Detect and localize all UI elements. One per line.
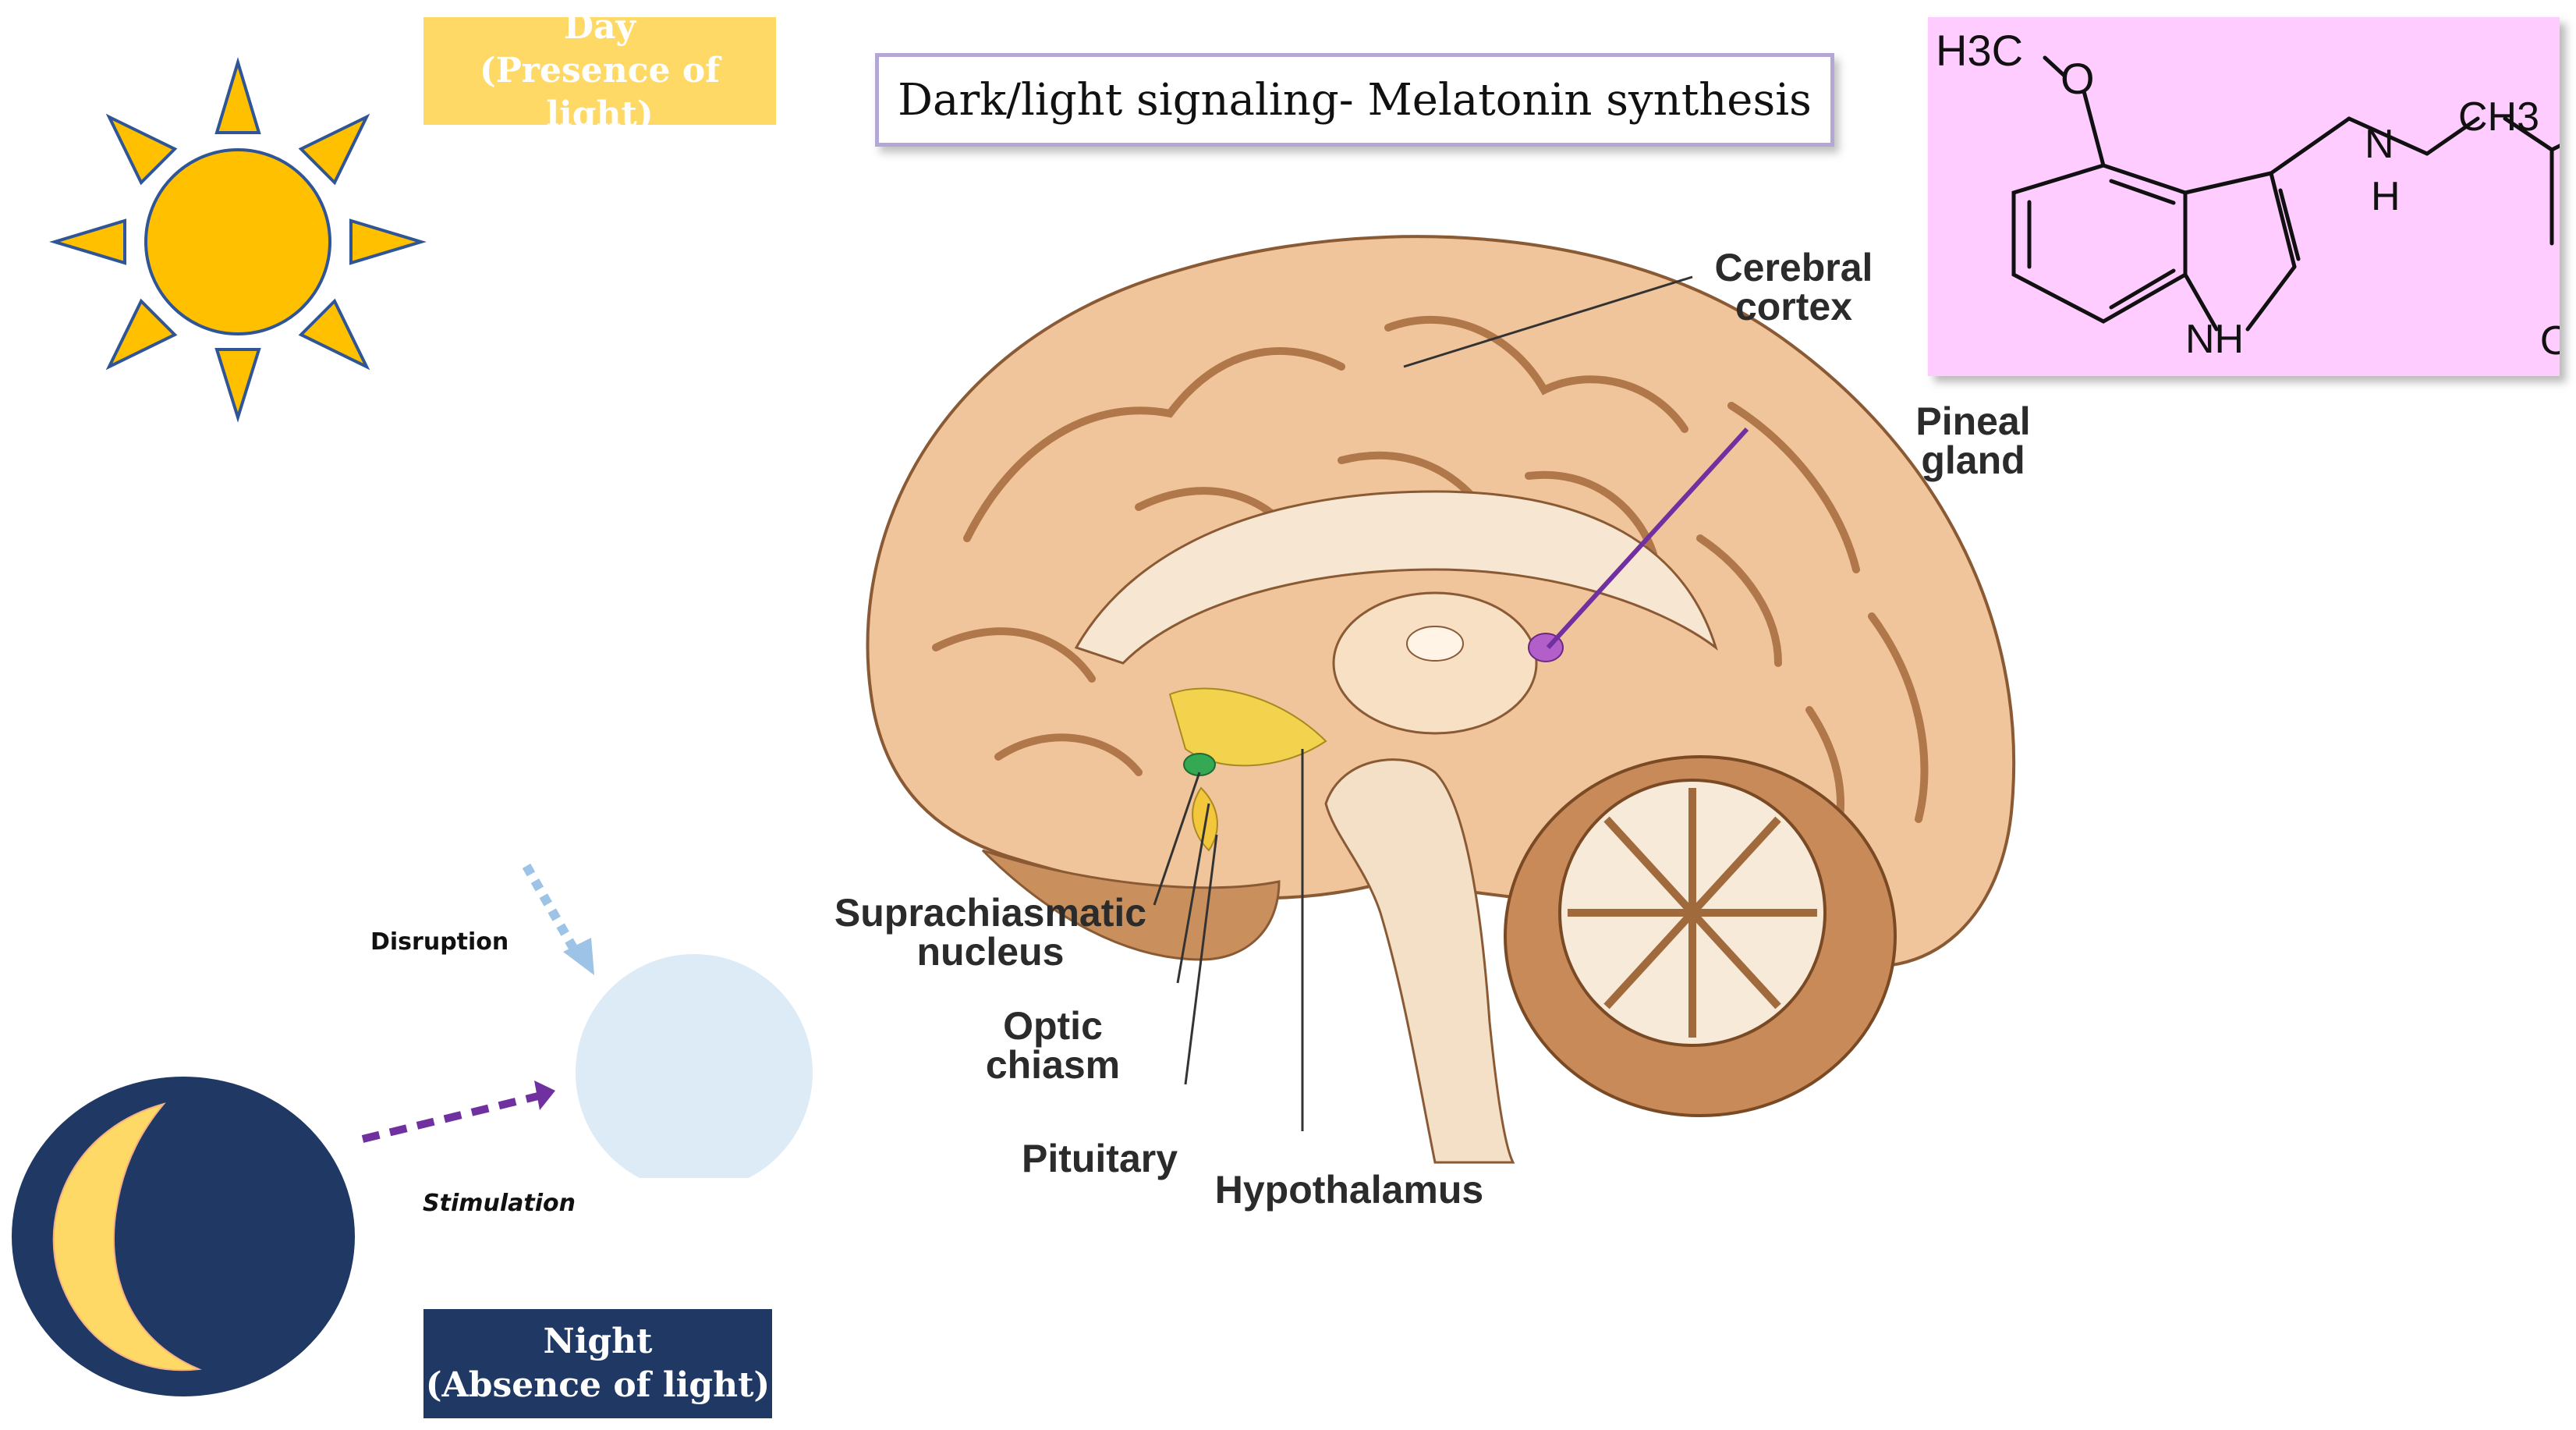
melatonin-structure: H3C O NH H N O CH3 (1928, 17, 2576, 376)
indole-nh: NH (2185, 317, 2244, 362)
label-cerebral-cortex: Cerebral cortex (1692, 248, 1895, 326)
stimulation-arrow (361, 1092, 540, 1143)
receptor-circle (576, 954, 813, 1178)
label-pituitary: Pituitary (1021, 1137, 1178, 1180)
moon-icon (12, 1077, 355, 1396)
gyri (932, 316, 1929, 854)
label-pineal-gland: Pineal gland (1887, 402, 2059, 480)
day-sublabel: (Presence of light) (479, 51, 721, 134)
brain-illustration (866, 235, 2016, 1164)
day-label: Day (563, 7, 636, 47)
amide-h: H (2371, 174, 2401, 219)
stimulation-arrowhead (534, 1080, 555, 1110)
night-label-box: Night (Absence of light) (423, 1309, 772, 1418)
page-title: Dark/light signaling- Melatonin synthesi… (875, 53, 1834, 147)
label-nucleus: nucleus (916, 930, 1065, 974)
page-title-text: Dark/light signaling- Melatonin synthesi… (898, 74, 1812, 126)
label-cerebral: Cerebral (1714, 246, 1873, 289)
scn-marker (1183, 753, 1216, 776)
sun-icon (49, 57, 427, 423)
label-cortex: cortex (1734, 285, 1853, 328)
disruption-label: Disruption (370, 928, 509, 956)
corpus-callosum (1074, 490, 1718, 665)
disruption-arrow (522, 864, 578, 950)
label-optic: Optic (1003, 1004, 1103, 1048)
label-pineal: Pineal (1915, 399, 2031, 443)
cerebellum (1504, 755, 1897, 1117)
label-chiasm: chiasm (985, 1043, 1121, 1087)
thalamus (1332, 591, 1538, 735)
night-label: Night (543, 1322, 653, 1361)
carbonyl-oxygen: O (2540, 318, 2560, 364)
disruption-arrowhead (563, 938, 594, 975)
label-scn: Suprachiasmatic nucleus (819, 893, 1162, 971)
pineal-leader-line (1546, 427, 1749, 650)
label-hypothalamus: Hypothalamus (1214, 1168, 1484, 1212)
night-sublabel: (Absence of light) (425, 1365, 771, 1405)
day-label-box: Day (Presence of light) (423, 7, 776, 134)
label-suprachiasmatic: Suprachiasmatic (834, 891, 1147, 935)
signal-arrows (361, 864, 813, 1178)
acetyl-ch3: CH3 (2458, 94, 2539, 140)
hypothalamus-region (1168, 687, 1327, 767)
label-gland: gland (1921, 438, 2025, 482)
brainstem (1324, 758, 1515, 1164)
amide-n: N (2365, 122, 2394, 167)
methoxy-oxygen: O (2060, 54, 2095, 103)
stimulation-label: Stimulation (423, 1190, 576, 1217)
label-optic-chiasm: Optic chiasm (975, 1006, 1131, 1084)
methoxy-group: H3C (1936, 26, 2023, 75)
